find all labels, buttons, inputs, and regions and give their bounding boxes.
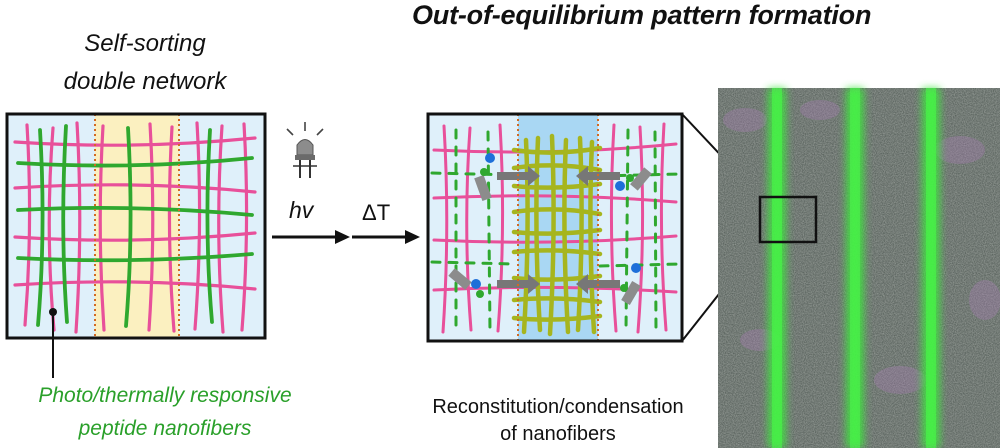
molecule-switch-tr [615,167,652,191]
molecule-switch-tl [474,153,495,201]
result-label-line1: Reconstitution/condensation [432,396,684,418]
condensed-network-panel [426,112,684,343]
result-label-line2: of nanofibers [500,423,616,445]
fiber-label-line2: peptide nanofibers [78,417,252,440]
arrow-right-icon [272,230,420,244]
lamp-icon [286,122,324,178]
diagram-title: Out-of-equilibrium pattern formation [412,0,872,30]
hv-label: hv [289,197,314,223]
molecule-switch-bl [448,268,484,298]
left-label-line2: double network [63,68,227,95]
fiber-label-line1: Photo/thermally responsive [38,384,292,407]
micrograph [718,88,1000,448]
molecule-switch-br [620,263,641,306]
left-label-line1: Self-sorting [84,30,206,57]
zoom-box [758,195,818,244]
delta-t-label: ΔT [362,200,391,225]
left-network-panel [5,112,267,378]
